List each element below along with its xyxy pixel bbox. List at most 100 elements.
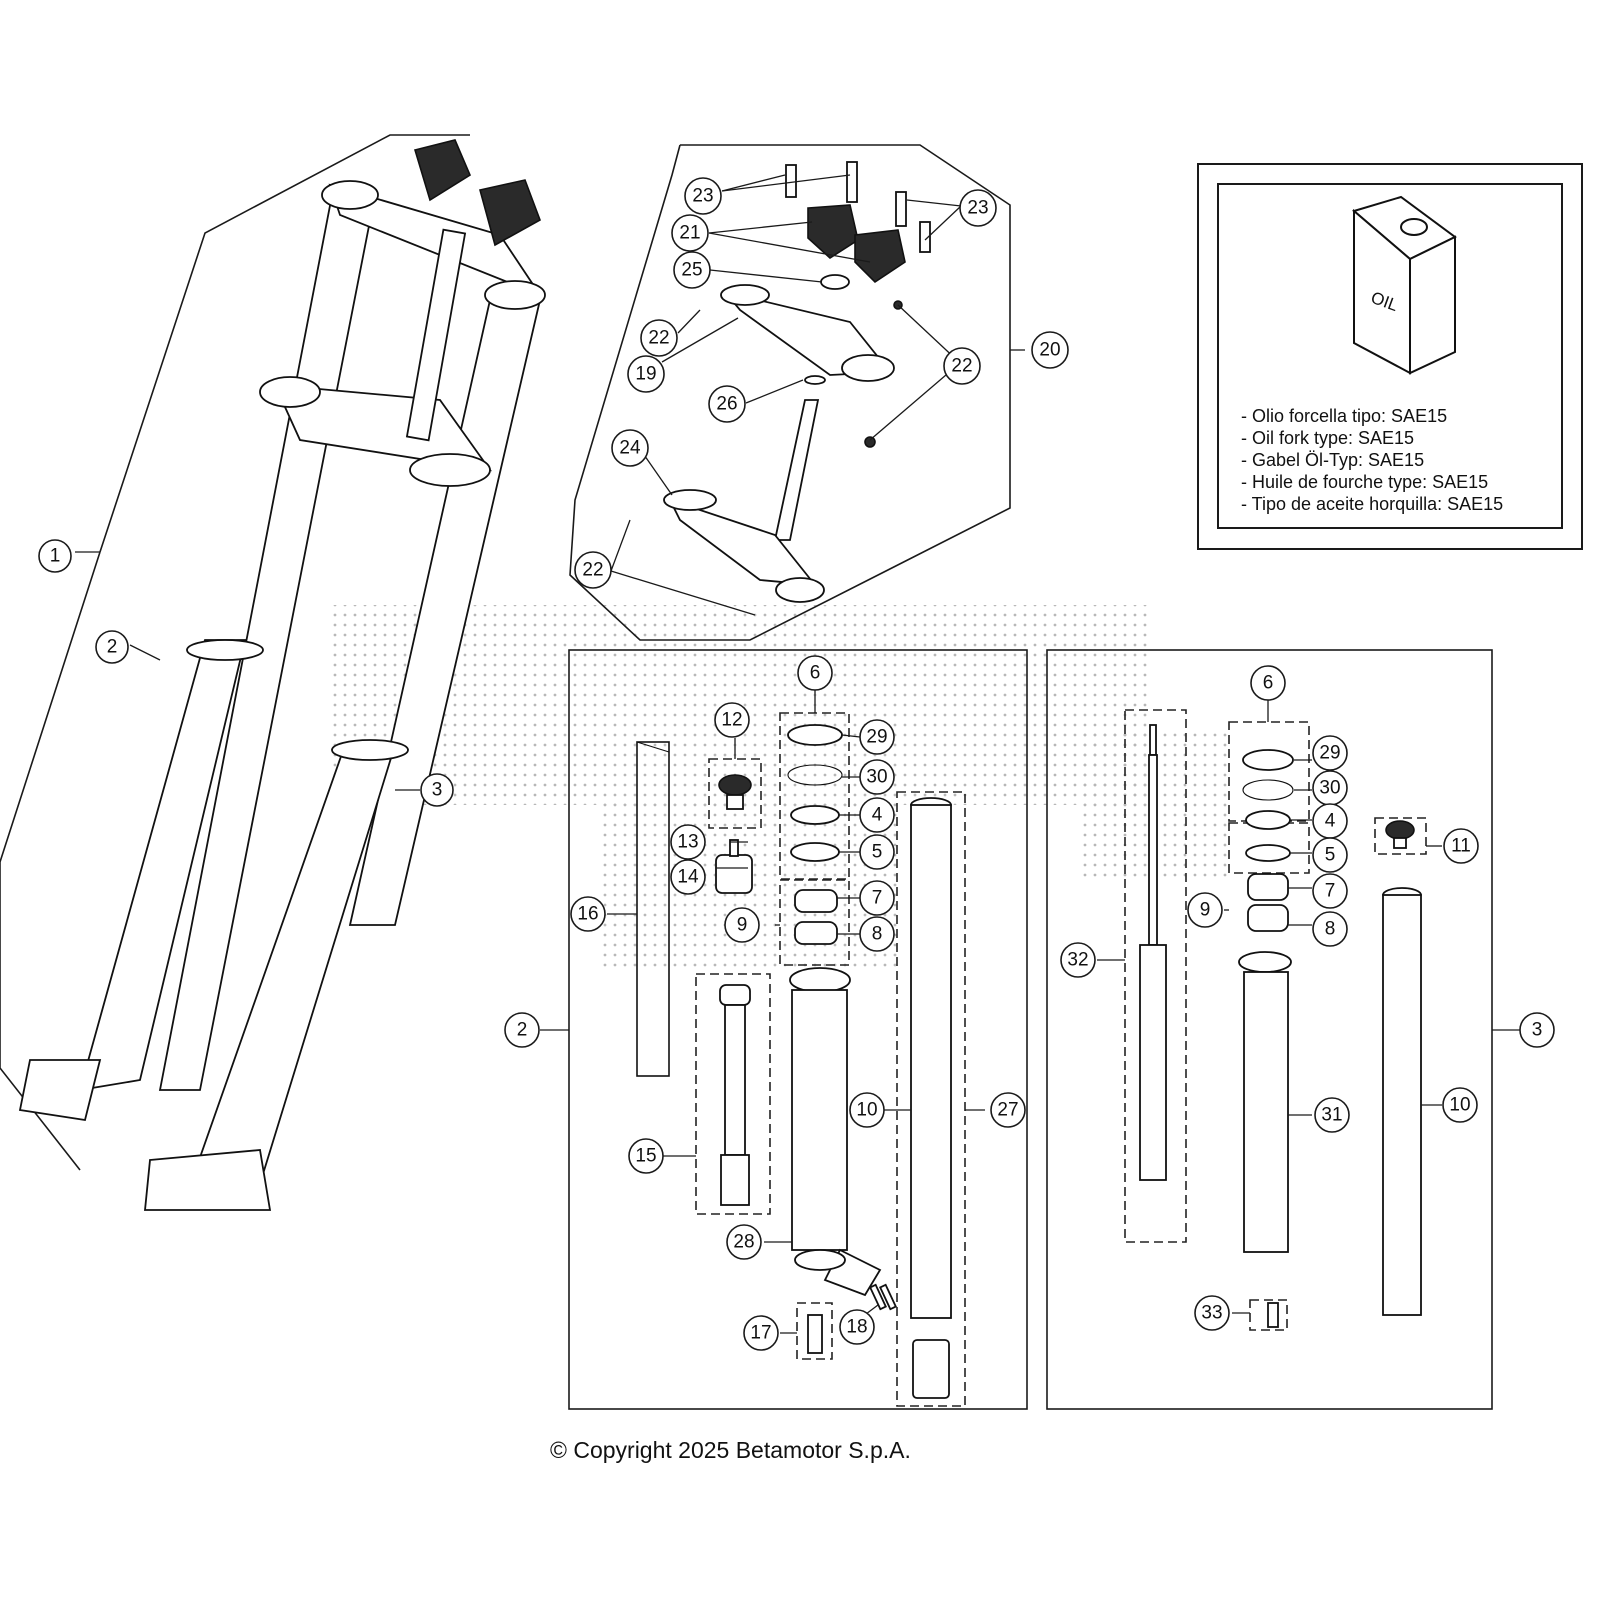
svg-text:1: 1 bbox=[50, 546, 61, 567]
callout-left-16: 16 bbox=[570, 896, 606, 932]
callout-23a: 23 bbox=[684, 177, 722, 215]
svg-text:8: 8 bbox=[872, 924, 883, 945]
callout-right-7: 7 bbox=[1312, 873, 1348, 909]
callout-20: 20 bbox=[1031, 331, 1069, 369]
callout-26: 26 bbox=[708, 385, 746, 423]
svg-text:2: 2 bbox=[517, 1020, 528, 1041]
callout-right-32: 32 bbox=[1060, 942, 1096, 978]
svg-text:32: 32 bbox=[1067, 950, 1088, 971]
svg-text:16: 16 bbox=[577, 904, 598, 925]
oil-spec-inner-frame: OIL - Olio forcella tipo: SAE15 - Oil fo… bbox=[1217, 183, 1563, 529]
callout-left-27: 27 bbox=[990, 1092, 1026, 1128]
svg-text:18: 18 bbox=[846, 1317, 867, 1338]
callout-left-14: 14 bbox=[670, 859, 706, 895]
svg-text:24: 24 bbox=[619, 438, 641, 459]
callout-left-9: 9 bbox=[724, 907, 760, 943]
callout-right-30: 30 bbox=[1312, 770, 1348, 806]
callout-right-33: 33 bbox=[1194, 1295, 1230, 1331]
callout-21: 21 bbox=[671, 214, 709, 252]
copyright-footer: © Copyright 2025 Betamotor S.p.A. bbox=[550, 1437, 911, 1463]
callout-22a: 22 bbox=[640, 319, 678, 357]
svg-text:5: 5 bbox=[1325, 845, 1336, 866]
callout-right-11: 11 bbox=[1443, 828, 1479, 864]
callout-25: 25 bbox=[673, 251, 711, 289]
callout-2: 2 bbox=[95, 630, 129, 664]
left-leg-detail-panel bbox=[540, 649, 1028, 1410]
spring-coil bbox=[636, 741, 670, 1077]
oil-can-icon: OIL bbox=[1351, 195, 1457, 375]
callout-left-30: 30 bbox=[859, 759, 895, 795]
svg-text:7: 7 bbox=[872, 888, 883, 909]
svg-text:10: 10 bbox=[1449, 1095, 1470, 1116]
callout-right-10: 10 bbox=[1442, 1087, 1478, 1123]
svg-text:12: 12 bbox=[721, 710, 742, 731]
callout-right-4: 4 bbox=[1312, 803, 1348, 839]
svg-text:6: 6 bbox=[810, 663, 821, 684]
oil-spec-line-en: - Oil fork type: SAE15 bbox=[1241, 428, 1415, 448]
oil-spec-line-fr: - Huile de fourche type: SAE15 bbox=[1241, 472, 1489, 492]
assembled-fork-illustration bbox=[0, 134, 546, 1211]
svg-text:26: 26 bbox=[716, 394, 737, 415]
callout-left-2: 2 bbox=[504, 1012, 540, 1048]
svg-text:9: 9 bbox=[737, 915, 748, 936]
svg-text:31: 31 bbox=[1321, 1105, 1342, 1126]
svg-text:23: 23 bbox=[692, 186, 713, 207]
callout-1: 1 bbox=[38, 539, 72, 573]
oil-spec-line-es: - Tipo de aceite horquilla: SAE15 bbox=[1241, 494, 1504, 514]
svg-text:15: 15 bbox=[635, 1146, 656, 1167]
callout-right-31: 31 bbox=[1314, 1097, 1350, 1133]
svg-text:27: 27 bbox=[997, 1100, 1018, 1121]
callout-23b: 23 bbox=[959, 189, 997, 227]
svg-text:4: 4 bbox=[1325, 811, 1336, 832]
svg-text:7: 7 bbox=[1325, 881, 1336, 902]
callout-left-7: 7 bbox=[859, 880, 895, 916]
svg-text:29: 29 bbox=[866, 727, 887, 748]
callout-19: 19 bbox=[627, 355, 665, 393]
callout-right-8: 8 bbox=[1312, 911, 1348, 947]
callout-left-17: 17 bbox=[743, 1315, 779, 1351]
svg-text:17: 17 bbox=[750, 1323, 771, 1344]
svg-text:6: 6 bbox=[1263, 673, 1274, 694]
oil-spec-lines: - Olio forcella tipo: SAE15 - Oil fork t… bbox=[1241, 405, 1503, 515]
callout-left-18: 18 bbox=[839, 1309, 875, 1345]
callout-left-15: 15 bbox=[628, 1138, 664, 1174]
svg-text:29: 29 bbox=[1319, 743, 1340, 764]
svg-text:3: 3 bbox=[1532, 1020, 1543, 1041]
svg-text:3: 3 bbox=[432, 780, 443, 801]
svg-text:8: 8 bbox=[1325, 919, 1336, 940]
callout-left-4: 4 bbox=[859, 797, 895, 833]
callout-3: 3 bbox=[420, 773, 454, 807]
callout-right-5: 5 bbox=[1312, 837, 1348, 873]
callout-left-28: 28 bbox=[726, 1224, 762, 1260]
svg-text:9: 9 bbox=[1200, 900, 1211, 921]
svg-text:19: 19 bbox=[635, 364, 656, 385]
svg-text:22: 22 bbox=[951, 356, 972, 377]
callout-left-29: 29 bbox=[859, 719, 895, 755]
svg-text:20: 20 bbox=[1039, 340, 1060, 361]
svg-text:4: 4 bbox=[872, 805, 883, 826]
svg-text:13: 13 bbox=[677, 832, 698, 853]
svg-text:25: 25 bbox=[681, 260, 702, 281]
callout-right-6: 6 bbox=[1250, 665, 1286, 701]
callout-22b: 22 bbox=[943, 347, 981, 385]
callout-24: 24 bbox=[611, 429, 649, 467]
svg-text:5: 5 bbox=[872, 842, 883, 863]
svg-text:22: 22 bbox=[582, 560, 603, 581]
callout-left-10: 10 bbox=[849, 1092, 885, 1128]
callout-right-9: 9 bbox=[1187, 892, 1223, 928]
svg-text:21: 21 bbox=[679, 223, 700, 244]
callout-left-6: 6 bbox=[797, 655, 833, 691]
svg-text:30: 30 bbox=[866, 767, 887, 788]
oil-spec-line-it: - Olio forcella tipo: SAE15 bbox=[1241, 406, 1448, 426]
svg-text:33: 33 bbox=[1201, 1303, 1222, 1324]
callout-22c: 22 bbox=[574, 551, 612, 589]
oil-spec-box: OIL - Olio forcella tipo: SAE15 - Oil fo… bbox=[1197, 163, 1583, 550]
callout-right-29: 29 bbox=[1312, 735, 1348, 771]
svg-text:14: 14 bbox=[677, 867, 699, 888]
oil-spec-line-de: - Gabel Öl-Typ: SAE15 bbox=[1241, 450, 1425, 470]
svg-text:11: 11 bbox=[1451, 836, 1471, 857]
callout-left-13: 13 bbox=[670, 824, 706, 860]
svg-text:2: 2 bbox=[107, 637, 118, 658]
svg-text:23: 23 bbox=[967, 198, 988, 219]
